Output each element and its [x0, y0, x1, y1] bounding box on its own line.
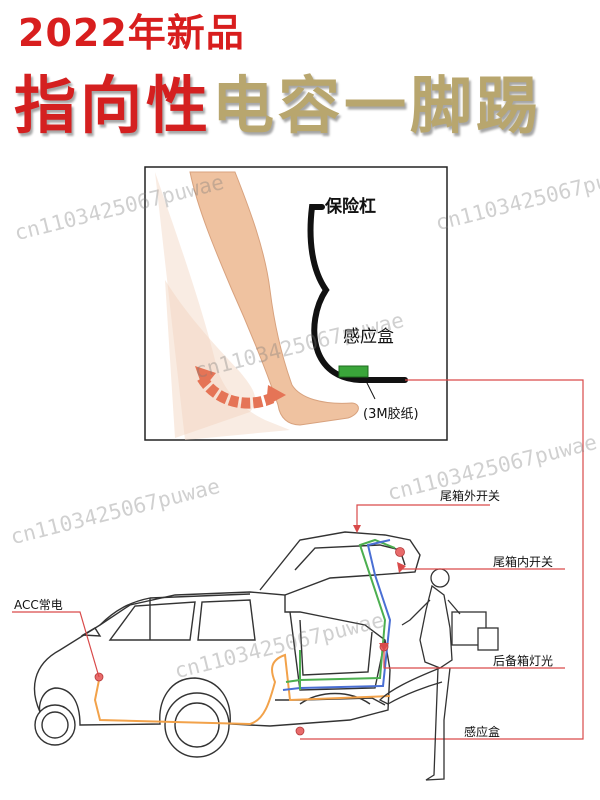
- leader-line-sensor: [300, 379, 584, 740]
- main-title-red: 指向性: [14, 69, 213, 142]
- suv-outline: [33, 531, 421, 758]
- main-title-gold: 电容一脚踢: [212, 69, 543, 142]
- inset-panel: [144, 166, 584, 740]
- bumper-label: 保险杠: [325, 197, 376, 217]
- sensor-box-inset: [338, 365, 369, 378]
- acc-power-label: ACC常电: [14, 598, 63, 612]
- outer-switch-label: 尾箱外开关: [440, 489, 501, 503]
- main-title: 指向性电容一脚踢: [14, 68, 542, 144]
- inner-switch-label: 尾箱内开关: [493, 555, 554, 569]
- tape-label: (3M胶纸): [363, 407, 419, 422]
- car-sensor-label: 感应盒: [464, 725, 501, 739]
- bumper-profile: [307, 204, 408, 383]
- motion-arrow-icon: [195, 366, 286, 409]
- leader-arrowheads: [353, 525, 406, 651]
- trunk-light-label: 后备箱灯光: [493, 654, 554, 668]
- wiring: [93, 538, 396, 726]
- leader-lines: [12, 504, 565, 678]
- woman-figure: [378, 568, 499, 781]
- year-title: 2022年新品: [18, 11, 245, 55]
- inset-sensor-label: 感应盒: [343, 327, 394, 347]
